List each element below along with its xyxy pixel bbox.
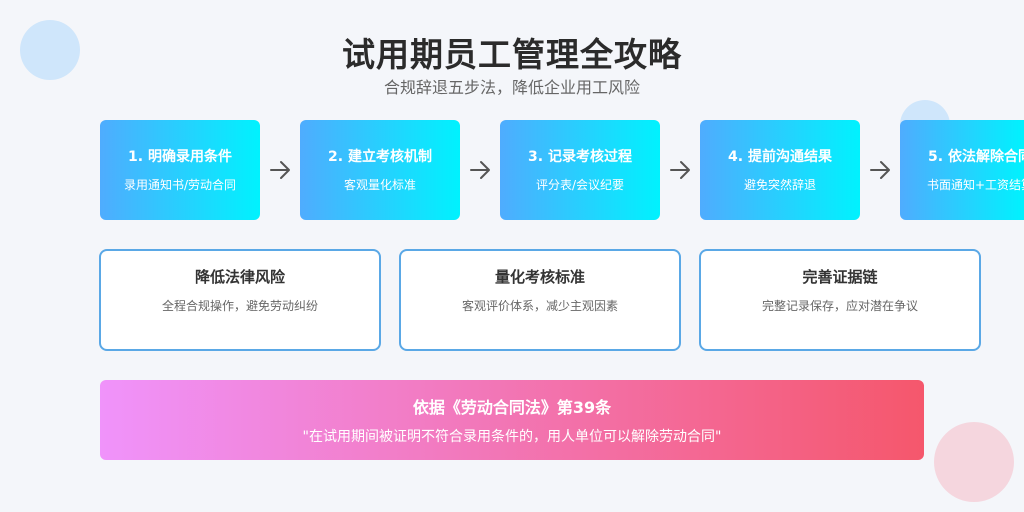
page-title: 试用期员工管理全攻略 xyxy=(342,35,682,74)
step-title: 1. 明确录用条件 xyxy=(128,149,232,165)
law-banner: 依据《劳动合同法》第39条 "在试用期间被证明不符合录用条件的，用人单位可以解除… xyxy=(100,380,924,460)
benefit-desc: 客观评价体系，减少主观因素 xyxy=(461,299,618,313)
step-card-2: 2. 建立考核机制 客观量化标准 xyxy=(300,120,460,220)
step-desc: 录用通知书/劳动合同 xyxy=(123,178,237,192)
step-title: 5. 依法解除合同 xyxy=(928,149,1024,165)
step-card-5: 5. 依法解除合同 书面通知+工资结算 xyxy=(900,120,1024,220)
step-card-1: 1. 明确录用条件 录用通知书/劳动合同 xyxy=(100,120,260,220)
step-desc: 书面通知+工资结算 xyxy=(926,178,1024,192)
arrow-right-icon xyxy=(668,158,692,182)
arrow-right-icon xyxy=(868,158,892,182)
benefit-title: 完善证据链 xyxy=(802,268,878,286)
arrow-right-icon xyxy=(268,158,292,182)
step-title: 4. 提前沟通结果 xyxy=(728,149,832,165)
step-card-4: 4. 提前沟通结果 避免突然辞退 xyxy=(700,120,860,220)
law-quote: "在试用期间被证明不符合录用条件的，用人单位可以解除劳动合同" xyxy=(302,429,722,445)
step-desc: 客观量化标准 xyxy=(343,178,416,192)
arrow-right-icon xyxy=(468,158,492,182)
page-subtitle: 合规辞退五步法，降低企业用工风险 xyxy=(383,78,640,97)
step-desc: 避免突然辞退 xyxy=(743,178,816,192)
law-title: 依据《劳动合同法》第39条 xyxy=(412,398,612,417)
step-card-3: 3. 记录考核过程 评分表/会议纪要 xyxy=(500,120,660,220)
benefit-card: 量化考核标准 客观评价体系，减少主观因素 xyxy=(399,249,681,351)
step-title: 2. 建立考核机制 xyxy=(328,149,432,165)
benefit-desc: 完整记录保存，应对潜在争议 xyxy=(761,299,918,313)
benefit-desc: 全程合规操作，避免劳动纠纷 xyxy=(161,299,318,313)
benefit-title: 量化考核标准 xyxy=(494,268,585,286)
benefit-card: 完善证据链 完整记录保存，应对潜在争议 xyxy=(699,249,981,351)
decorative-circle xyxy=(934,422,1014,502)
benefit-title: 降低法律风险 xyxy=(194,268,285,286)
step-title: 3. 记录考核过程 xyxy=(528,149,632,165)
decorative-circle xyxy=(20,20,80,80)
step-desc: 评分表/会议纪要 xyxy=(535,178,625,192)
benefit-card: 降低法律风险 全程合规操作，避免劳动纠纷 xyxy=(99,249,381,351)
